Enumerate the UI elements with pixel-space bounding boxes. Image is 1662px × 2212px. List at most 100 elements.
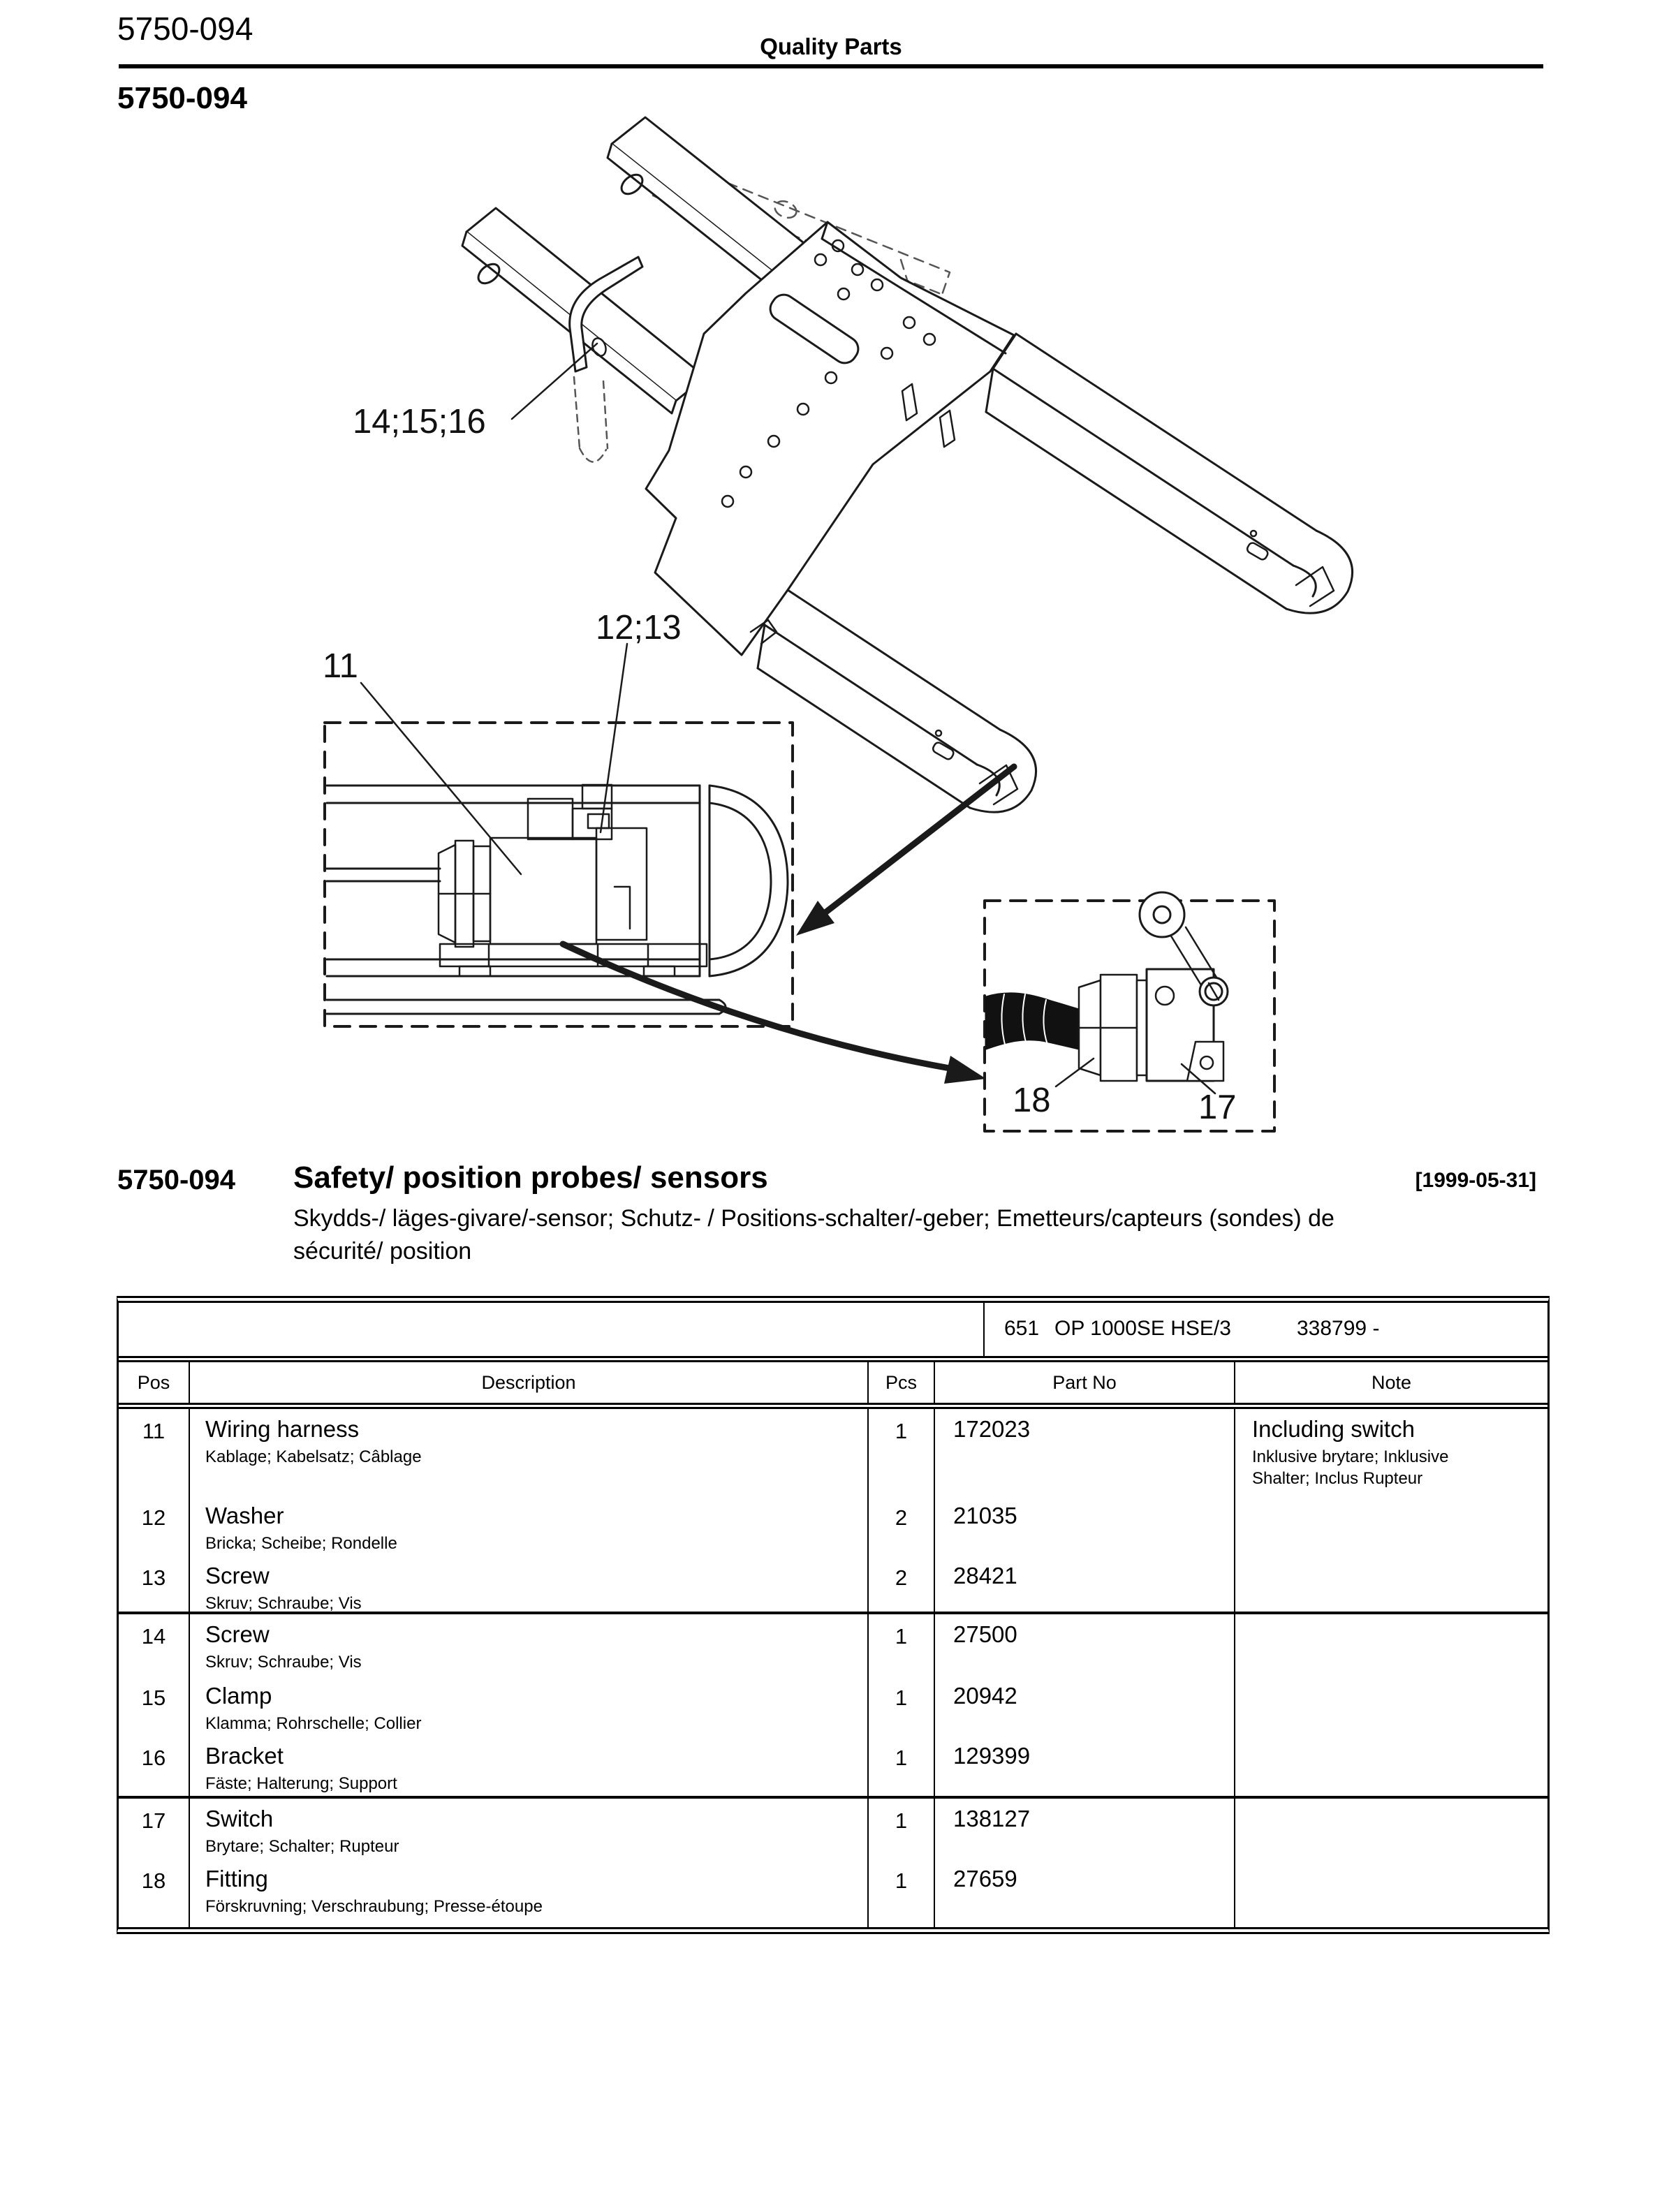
row-description-cell: Fitting Förskruvning; Verschraubung; Pre… xyxy=(189,1859,867,1927)
row-description: Switch xyxy=(205,1806,274,1831)
row-pcs: 1 xyxy=(867,1676,934,1736)
row-pcs: 1 xyxy=(867,1614,934,1676)
row-description-translations: Brytare; Schalter; Rupteur xyxy=(205,1837,399,1856)
row-note-cell xyxy=(1234,1676,1547,1736)
row-part-no: 21035 xyxy=(934,1496,1234,1556)
row-pos: 14 xyxy=(141,1624,166,1649)
table-row: 15 Clamp Klamma; Rohrschelle; Collier 1 … xyxy=(119,1676,1547,1736)
row-pos: 13 xyxy=(141,1565,166,1590)
row-pcs: 1 xyxy=(867,1859,934,1927)
row-pcs: 1 xyxy=(867,1799,934,1859)
row-pcs: 1 xyxy=(867,1736,934,1796)
row-note-cell: Including switch Inklusive brytare; Inkl… xyxy=(1234,1409,1547,1496)
row-part-no: 138127 xyxy=(934,1799,1234,1859)
row-description-cell: Screw Skruv; Schraube; Vis xyxy=(189,1614,867,1676)
leader-17 xyxy=(1180,1063,1216,1095)
table-row: 17 Switch Brytare; Schalter; Rupteur 1 1… xyxy=(119,1796,1547,1859)
detail-box-fork-tip xyxy=(323,721,794,1028)
row-note-cell xyxy=(1234,1556,1547,1614)
switch-roller-lever xyxy=(1138,891,1229,1007)
row-pcs: 2 xyxy=(867,1496,934,1556)
fork-carriage-plate xyxy=(645,221,1015,656)
row-description: Washer xyxy=(205,1503,284,1528)
col-header-description: Description xyxy=(189,1362,867,1403)
row-description-translations: Kablage; Kabelsatz; Câblage xyxy=(205,1447,422,1466)
detail-arrow-fork-tip xyxy=(796,763,1017,936)
callout-14-15-16: 14;15;16 xyxy=(353,403,486,441)
parts-table: 651 OP 1000SE HSE/3 338799 - Pos Descrip… xyxy=(117,1296,1550,1934)
row-pos: 12 xyxy=(141,1505,166,1530)
row-description-cell: Washer Bricka; Scheibe; Rondelle xyxy=(189,1496,867,1556)
row-part-no: 172023 xyxy=(934,1409,1234,1496)
row-pos: 18 xyxy=(141,1868,166,1893)
model-name: OP 1000SE HSE/3 xyxy=(1054,1317,1231,1340)
row-pos: 15 xyxy=(141,1686,166,1710)
row-part-no: 27659 xyxy=(934,1859,1234,1927)
row-description-translations: Skruv; Schraube; Vis xyxy=(205,1594,362,1613)
col-header-part-no: Part No xyxy=(934,1362,1234,1403)
table-row: 16 Bracket Fäste; Halterung; Support 1 1… xyxy=(119,1736,1547,1796)
col-header-pos: Pos xyxy=(137,1371,170,1393)
row-note-cell xyxy=(1234,1496,1547,1556)
table-row: 18 Fitting Förskruvning; Verschraubung; … xyxy=(119,1859,1547,1927)
row-note-cell xyxy=(1234,1799,1547,1859)
model-header-row: 651 OP 1000SE HSE/3 338799 - xyxy=(119,1303,1547,1362)
section-subtitle-line1: Skydds-/ läges-givare/-sensor; Schutz- /… xyxy=(293,1205,1334,1232)
row-description: Wiring harness xyxy=(205,1416,360,1442)
row-part-no: 20942 xyxy=(934,1676,1234,1736)
table-row: 14 Screw Skruv; Schraube; Vis 1 27500 xyxy=(119,1612,1547,1676)
detail-arrow-switch xyxy=(559,941,986,1084)
leader-11 xyxy=(360,681,522,876)
table-row: 11 Wiring harness Kablage; Kabelsatz; Câ… xyxy=(119,1409,1547,1496)
row-note-cell xyxy=(1234,1736,1547,1796)
switch-cable xyxy=(985,992,1080,1050)
row-pcs: 2 xyxy=(867,1556,934,1614)
section-title: Safety/ position probes/ sensors xyxy=(293,1160,768,1195)
table-row: 13 Screw Skruv; Schraube; Vis 2 28421 xyxy=(119,1556,1547,1614)
carriage-holes xyxy=(721,239,936,508)
row-description-translations: Förskruvning; Verschraubung; Presse-étou… xyxy=(205,1897,543,1916)
leader-12-13 xyxy=(599,642,628,834)
fork-left xyxy=(756,589,1038,813)
model-header-cell: 651 OP 1000SE HSE/3 338799 - xyxy=(983,1303,1547,1356)
row-description-translations: Bricka; Scheibe; Rondelle xyxy=(205,1534,397,1553)
detail-box-switch: 18 17 xyxy=(983,891,1276,1133)
col-header-pcs: Pcs xyxy=(867,1362,934,1403)
table-row: 12 Washer Bricka; Scheibe; Rondelle 2 21… xyxy=(119,1496,1547,1556)
header-divider xyxy=(119,64,1543,68)
row-pcs: 1 xyxy=(867,1409,934,1496)
harness-guard-hook xyxy=(568,256,644,463)
row-note: Including switch xyxy=(1252,1416,1415,1442)
model-serial-range: 338799 - xyxy=(1297,1317,1380,1340)
callout-17: 17 xyxy=(1198,1089,1237,1126)
row-note-translations: Inklusive brytare; Inklusive Shalter; In… xyxy=(1252,1447,1449,1488)
row-description-cell: Switch Brytare; Schalter; Rupteur xyxy=(189,1799,867,1859)
row-part-no: 28421 xyxy=(934,1556,1234,1614)
row-description-cell: Clamp Klamma; Rohrschelle; Collier xyxy=(189,1676,867,1736)
fork-right xyxy=(985,332,1354,614)
callout-12-13: 12;13 xyxy=(596,609,682,647)
row-pos: 17 xyxy=(141,1808,166,1833)
row-description: Clamp xyxy=(205,1683,272,1709)
section-subtitle-line2: sécurité/ position xyxy=(293,1238,472,1264)
section-number: 5750-094 xyxy=(117,1165,236,1195)
row-description: Fitting xyxy=(205,1866,268,1892)
leader-18 xyxy=(1054,1057,1095,1088)
fork-tip-sensor xyxy=(437,783,708,978)
row-description-translations: Skruv; Schraube; Vis xyxy=(205,1653,362,1672)
row-part-no: 27500 xyxy=(934,1614,1234,1676)
row-pos: 16 xyxy=(141,1746,166,1770)
section-subtitle: Skydds-/ läges-givare/-sensor; Schutz- /… xyxy=(293,1202,1466,1268)
page-doc-number: 5750-094 xyxy=(117,10,253,47)
row-description-cell: Screw Skruv; Schraube; Vis xyxy=(189,1556,867,1614)
row-description: Screw xyxy=(205,1563,270,1588)
row-note-cell xyxy=(1234,1859,1547,1927)
callout-11: 11 xyxy=(323,647,358,685)
figure-doc-number: 5750-094 xyxy=(117,81,247,115)
row-part-no: 129399 xyxy=(934,1736,1234,1796)
section-date: [1999-05-31] xyxy=(1415,1169,1536,1192)
col-header-note: Note xyxy=(1234,1362,1547,1403)
exploded-view-diagram: 14;15;16 11 12;13 xyxy=(323,116,1354,1133)
page-header-title: Quality Parts xyxy=(760,34,902,59)
